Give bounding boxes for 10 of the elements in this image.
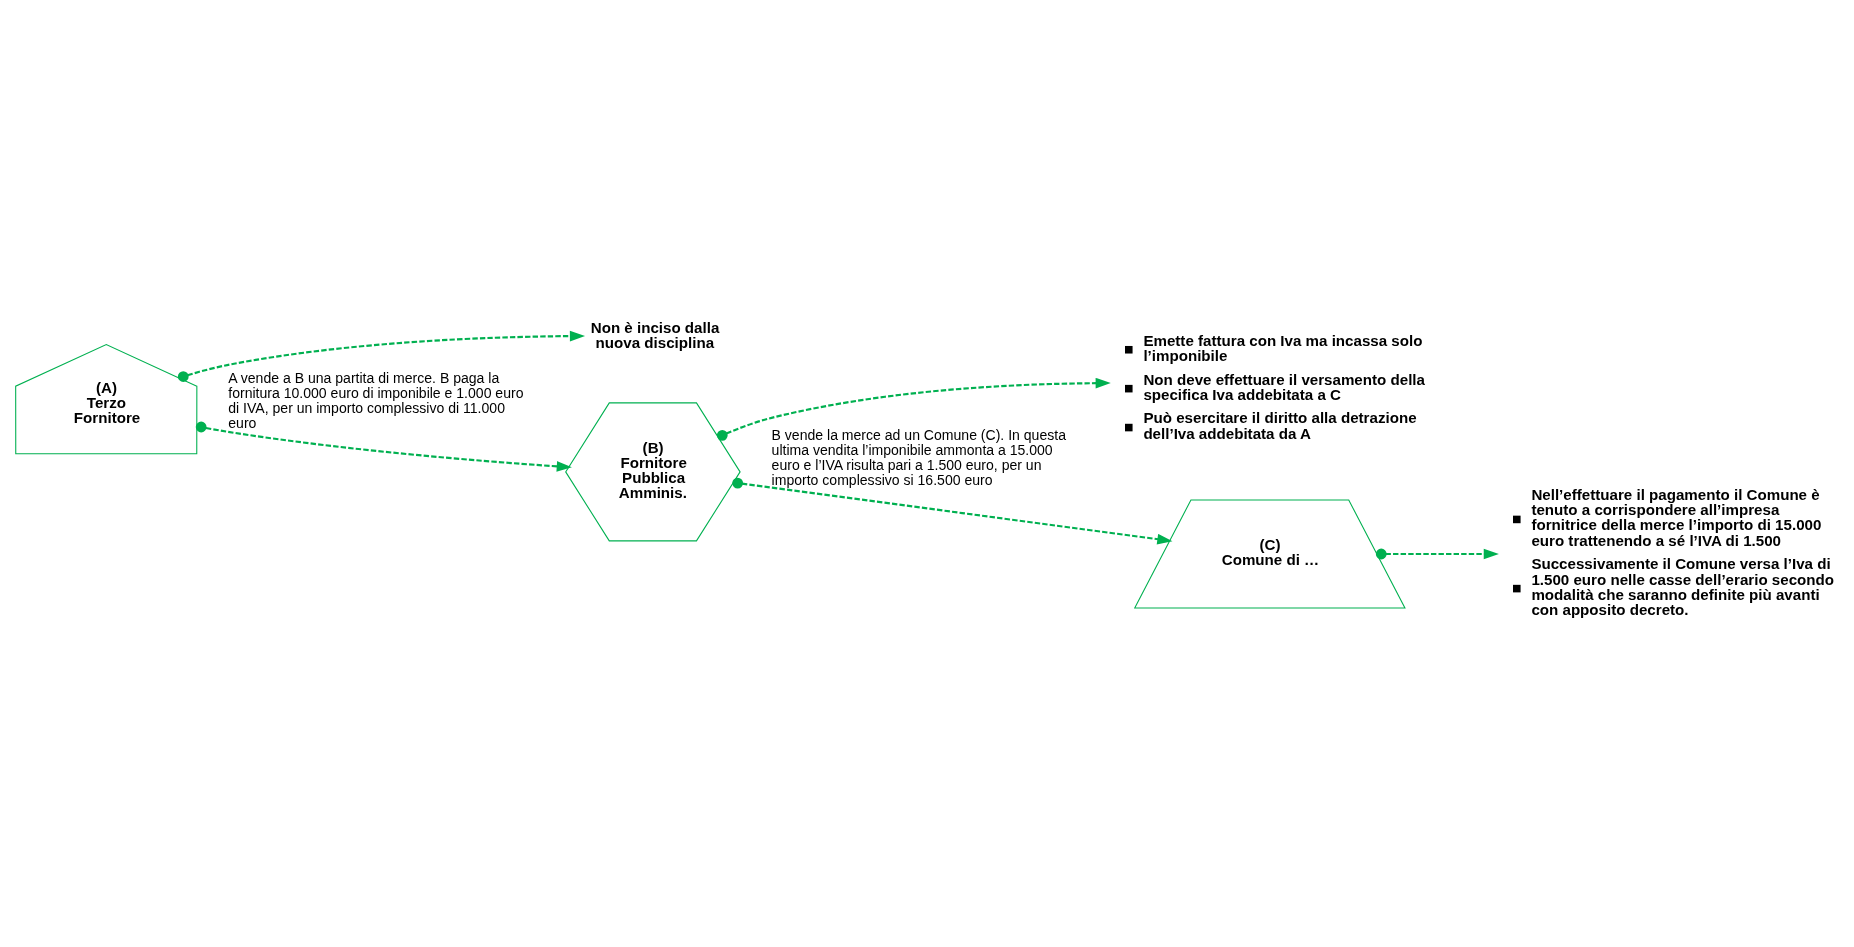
node-text: Emette fattura con Iva ma incassa solo l’imponibile Non deve effettuare il versamento della specifica Iva addebitata a C Può esercitare il diritto alla detrazione dell’Iva addebitata da A [1142, 331, 1425, 442]
arrow [177, 330, 585, 382]
arrow [731, 477, 1172, 545]
arrow [1375, 548, 1499, 560]
node-text: Nell’effettuare il pagamento il Comune è tenuto a corrispondere all’impresa fornitrice della merce l’importo di 15.000 euro trattenendo a sé l’IVA di 1.500 Successivamente il Comune versa l’Iva di 1.500 euro nelle casse dell’erario secondo modalità che saranno definite più avanti con apposito decreto. [1530, 486, 1834, 618]
edge-label: B vende la merce ad un Comune (C). In questa ultima vendita l’imponibile ammonta a 15.000 euro e l’IVA risulta pari a 1.500 euro, per un importo complessivo si 16.500 euro [771, 426, 1066, 489]
arrow [716, 377, 1111, 441]
arrow [195, 421, 572, 472]
node-text: Non è inciso dalla nuova disciplina [590, 318, 719, 351]
edge-label: A vende a B una partita di merce. B paga la fornitura 10.000 euro di imponibile e 1.000 euro di IVA, per un importo complessivo di 11.000 euro [227, 369, 523, 431]
